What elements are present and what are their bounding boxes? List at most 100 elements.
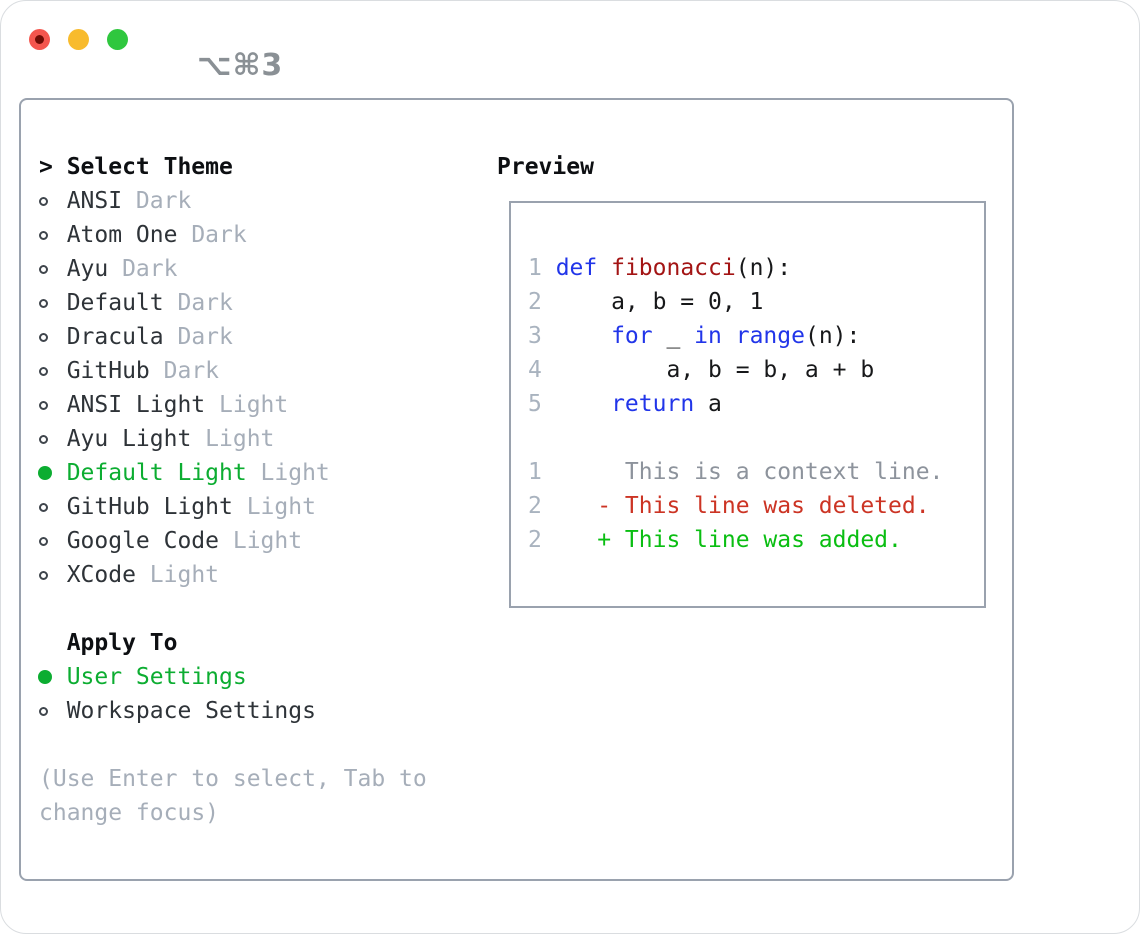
code-line: 4 a, b = b, a + b	[528, 353, 984, 387]
option-tag: Light	[205, 426, 275, 452]
line-text: a, b = 0, 1	[555, 289, 764, 315]
minimize-button[interactable]	[68, 29, 89, 50]
option-tag: Light	[260, 460, 330, 486]
code-line: 2 a, b = 0, 1	[528, 285, 984, 319]
window-title: ⌥⌘3	[197, 48, 284, 83]
radio-selected-icon	[38, 466, 67, 480]
line-number: 2	[528, 527, 542, 553]
spacer	[39, 592, 427, 626]
theme-option[interactable]: Atom One Dark	[39, 218, 427, 252]
option-tag: Dark	[122, 256, 178, 282]
theme-option[interactable]: Ayu Light Light	[39, 422, 427, 456]
line-text: for _ in range(n):	[611, 323, 861, 349]
option-tag: Light	[246, 494, 316, 520]
code-line: 2 + This line was added.	[528, 523, 984, 557]
spacer	[39, 728, 427, 762]
radio-unselected-icon	[39, 332, 67, 342]
code-line	[528, 421, 984, 455]
radio-unselected-icon	[39, 536, 67, 546]
option-label: Default	[66, 290, 164, 316]
code-line: 1 This is a context line.	[528, 455, 984, 489]
radio-unselected-icon	[39, 400, 67, 410]
focus-caret: >	[39, 154, 53, 180]
option-label: User Settings	[66, 664, 247, 690]
line-number: 1	[528, 459, 542, 485]
line-number: 5	[528, 391, 542, 417]
radio-unselected-icon	[39, 434, 67, 444]
select-theme-title: Select Theme	[66, 154, 233, 180]
line-number: 2	[528, 289, 542, 315]
radio-unselected-icon	[39, 196, 67, 206]
line-text: This is a context line.	[555, 459, 944, 485]
option-tag: Dark	[135, 188, 192, 214]
radio-unselected-icon	[39, 230, 67, 240]
option-label: Google Code	[66, 528, 220, 554]
option-label: Dracula	[66, 324, 164, 350]
line-number: 2	[528, 493, 542, 519]
line-number: 1	[528, 255, 542, 281]
option-label: Workspace Settings	[66, 698, 316, 724]
help-text: (Use Enter to select, Tab to change focu…	[39, 762, 427, 830]
option-tag: Light	[232, 528, 303, 554]
theme-option[interactable]: Google Code Light	[39, 524, 427, 558]
theme-option[interactable]: Ayu Dark	[39, 252, 427, 286]
line-text: a, b = b, a + b	[555, 357, 875, 383]
line-text: + This line was added.	[555, 527, 902, 553]
theme-option[interactable]: Default Dark	[39, 286, 427, 320]
option-label: Atom One	[66, 222, 178, 248]
theme-option[interactable]: Dracula Dark	[39, 320, 427, 354]
theme-option[interactable]: XCode Light	[39, 558, 427, 592]
radio-unselected-icon	[39, 298, 67, 308]
option-label: GitHub	[66, 358, 150, 384]
apply-to-option[interactable]: User Settings	[38, 660, 427, 694]
option-label: Ayu Light	[66, 426, 192, 452]
theme-option[interactable]: Default Light Light	[38, 456, 427, 490]
radio-unselected-icon	[39, 366, 67, 376]
radio-selected-icon	[38, 670, 67, 684]
option-label: GitHub Light	[66, 494, 233, 520]
apply-to-title: Apply To	[66, 630, 178, 656]
apply-to-header: Apply To	[39, 626, 427, 660]
radio-unselected-icon	[39, 706, 67, 716]
select-theme-header: > Select Theme	[39, 150, 427, 184]
radio-unselected-icon	[39, 502, 67, 512]
option-label: ANSI Light	[66, 392, 206, 418]
line-text: def fibonacci(n):	[555, 255, 792, 281]
option-tag: Dark	[191, 222, 247, 248]
zoom-button[interactable]	[107, 29, 128, 50]
option-tag: Light	[149, 562, 220, 588]
help-line-2: change focus)	[39, 800, 220, 826]
option-label: Default Light	[66, 460, 247, 486]
theme-option[interactable]: ANSI Dark	[39, 184, 427, 218]
close-dot-icon	[35, 35, 44, 44]
titlebar: ⌥⌘3	[29, 29, 282, 83]
radio-unselected-icon	[39, 264, 67, 274]
option-label: Ayu	[66, 256, 109, 282]
option-tag: Dark	[177, 290, 233, 316]
theme-option[interactable]: GitHub Light Light	[39, 490, 427, 524]
close-button[interactable]	[29, 29, 50, 50]
radio-unselected-icon	[39, 570, 67, 580]
preview-title: Preview	[497, 154, 594, 180]
option-label: XCode	[66, 562, 136, 588]
option-label: ANSI	[66, 188, 123, 214]
apply-to-option[interactable]: Workspace Settings	[39, 694, 427, 728]
code-line: 1 def fibonacci(n):	[528, 251, 984, 285]
line-text: return a	[611, 391, 722, 417]
line-number: 3	[528, 323, 542, 349]
code-line: 5 return a	[528, 387, 984, 421]
line-text: - This line was deleted.	[555, 493, 930, 519]
line-number: 4	[528, 357, 542, 383]
code-line: 2 - This line was deleted.	[528, 489, 984, 523]
option-tag: Dark	[177, 324, 233, 350]
code-line: 3 for _ in range(n):	[528, 319, 984, 353]
